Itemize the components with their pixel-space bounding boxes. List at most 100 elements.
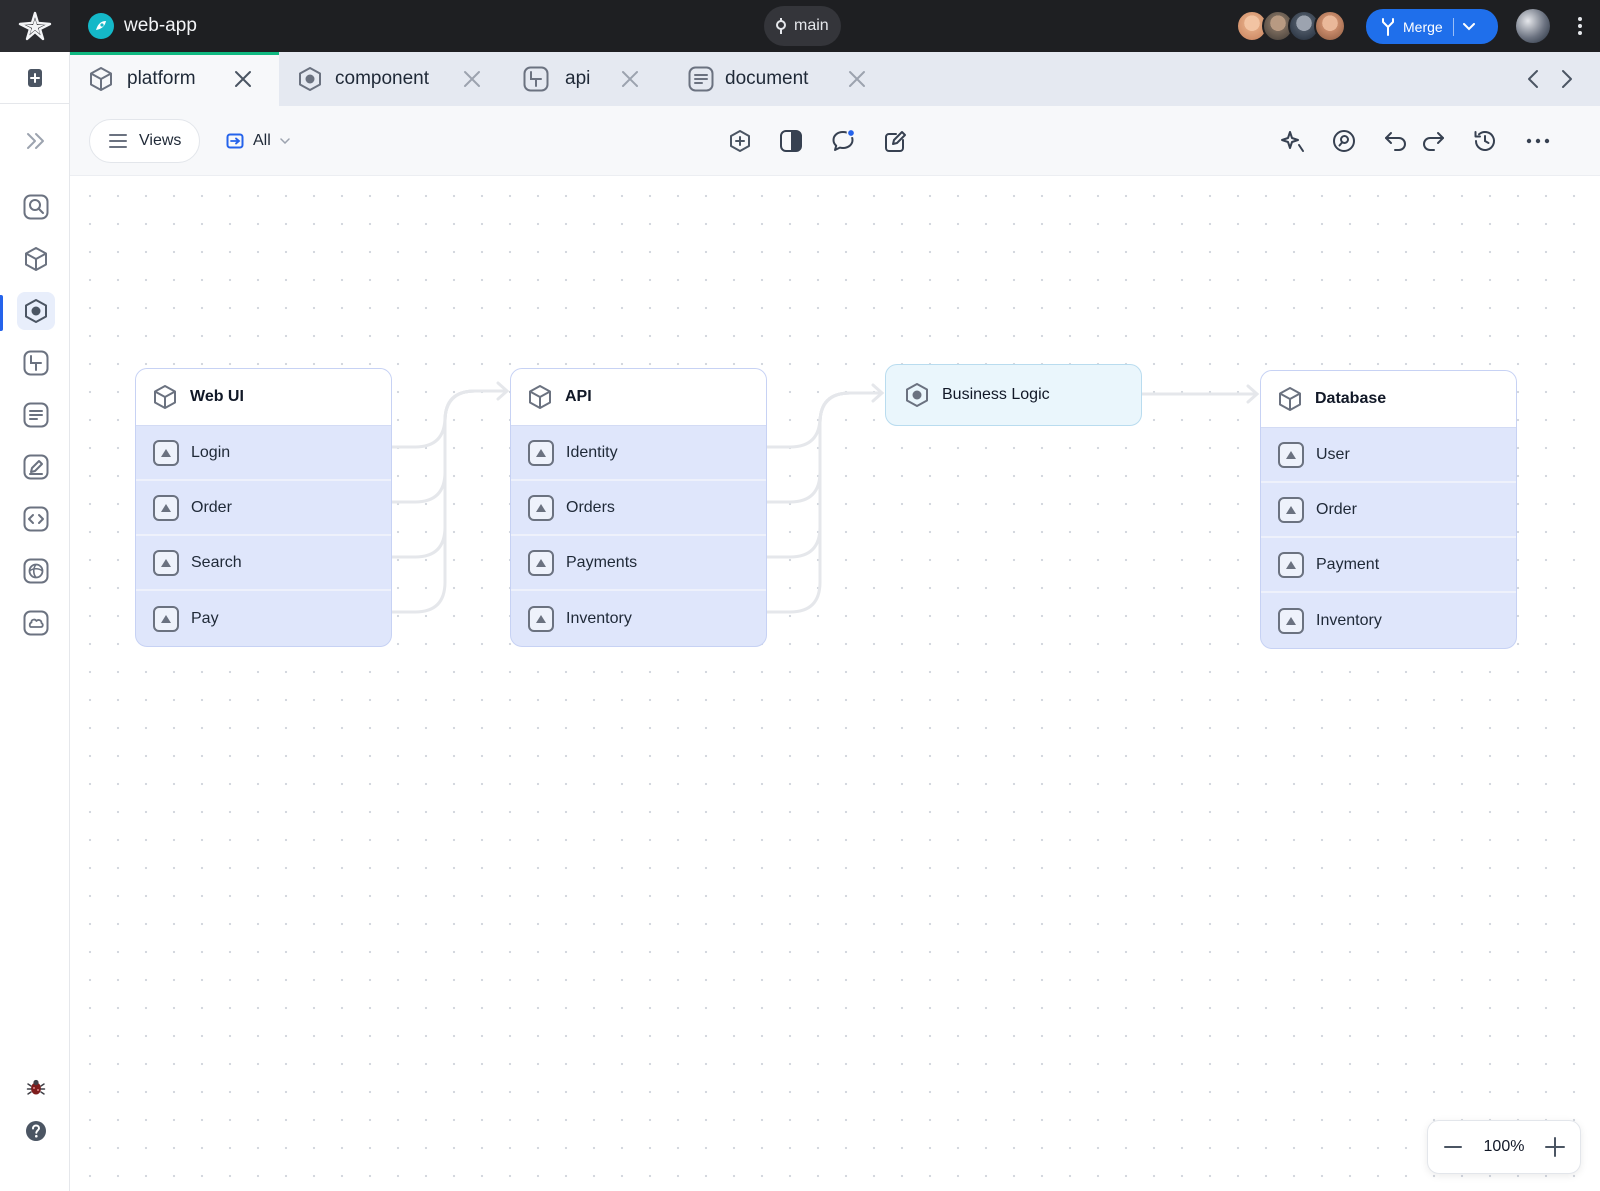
node-row[interactable]: Inventory (511, 591, 766, 646)
redo-button[interactable] (1420, 128, 1446, 154)
views-button[interactable]: Views (89, 119, 200, 163)
comment-icon (832, 129, 856, 151)
filter-select[interactable]: All (226, 119, 290, 163)
chevron-right-icon[interactable] (1560, 68, 1574, 90)
node-database[interactable]: Database User Order Payment Inventory (1260, 370, 1517, 649)
undo-button[interactable] (1383, 128, 1409, 154)
node-row[interactable]: Payments (511, 536, 766, 591)
comments-button[interactable] (831, 128, 857, 154)
edge-arrow (871, 383, 885, 403)
help-button[interactable] (17, 1112, 55, 1150)
row-label: Search (191, 553, 242, 571)
bug-report-button[interactable] (17, 1068, 55, 1106)
node-business-logic[interactable]: Business Logic (885, 364, 1142, 426)
tab-document[interactable]: document (670, 52, 884, 106)
edit-button[interactable] (883, 128, 909, 154)
row-label: Identity (566, 443, 618, 461)
plus-icon (1544, 1137, 1565, 1157)
row-label: Order (191, 498, 232, 516)
cube-icon (25, 247, 47, 271)
sidebar-item-component[interactable] (17, 292, 55, 330)
close-icon[interactable] (621, 70, 639, 88)
edge-web-ui-to-api (386, 389, 508, 449)
sidebar-item-aperture[interactable] (17, 552, 55, 590)
branch-selector[interactable]: main (764, 6, 841, 46)
close-icon[interactable] (848, 70, 866, 88)
node-web-ui[interactable]: Web UI Login Order Search Pay (135, 368, 392, 647)
more-menu-icon[interactable] (1574, 14, 1586, 38)
node-row[interactable]: User (1261, 428, 1516, 483)
add-node-button[interactable] (727, 128, 753, 154)
star-logo-icon (18, 11, 52, 41)
ai-assist-button[interactable] (1279, 128, 1305, 154)
search-icon (23, 194, 49, 220)
chevron-left-icon[interactable] (1526, 68, 1540, 90)
logo[interactable] (0, 0, 70, 52)
toggle-panel-button[interactable] (778, 128, 804, 154)
tab-api[interactable]: api (505, 52, 670, 106)
collapse-sidebar-button[interactable] (17, 122, 55, 160)
app-switcher[interactable]: web-app (88, 13, 197, 39)
node-header[interactable]: API (511, 369, 766, 426)
row-label: Inventory (1316, 611, 1382, 629)
close-icon[interactable] (463, 70, 481, 88)
tab-platform[interactable]: platform (70, 52, 279, 106)
node-row[interactable]: Orders (511, 481, 766, 536)
profile-avatar[interactable] (1516, 9, 1550, 43)
node-row[interactable]: Login (136, 426, 391, 481)
undo-icon (1385, 132, 1406, 151)
diagram-canvas[interactable]: Web UI Login Order Search Pay API (70, 176, 1600, 1191)
node-row[interactable]: Inventory (1261, 593, 1516, 648)
node-row[interactable]: Payment (1261, 538, 1516, 593)
triangle-icon (1278, 496, 1304, 523)
merge-divider (1452, 17, 1454, 36)
node-header[interactable]: Web UI (136, 369, 391, 426)
history-icon (1474, 131, 1495, 151)
node-row[interactable]: Search (136, 536, 391, 591)
triangle-icon (153, 494, 179, 521)
views-label: Views (139, 132, 182, 149)
cloud-icon (23, 610, 49, 636)
double-chevron-right-icon (27, 133, 44, 149)
sidebar-item-document[interactable] (17, 396, 55, 434)
row-label: Payment (1316, 555, 1380, 573)
node-title: Business Logic (942, 386, 1050, 403)
node-row[interactable]: Order (136, 481, 391, 536)
triangle-icon (1278, 551, 1304, 578)
zoom-out-button[interactable] (1442, 1136, 1464, 1158)
sidebar-item-search[interactable] (17, 188, 55, 226)
zoom-in-button[interactable] (1544, 1136, 1566, 1158)
node-header[interactable]: Database (1261, 371, 1516, 428)
tab-component[interactable]: component (279, 52, 505, 106)
add-hexagon-icon (730, 130, 750, 152)
more-options-button[interactable] (1525, 128, 1551, 154)
node-row[interactable]: Identity (511, 426, 766, 481)
node-title: API (565, 388, 592, 405)
app-title: web-app (124, 15, 197, 36)
avatar[interactable] (1314, 10, 1346, 42)
edit-note-icon (885, 131, 906, 152)
node-api[interactable]: API Identity Orders Payments Inventory (510, 368, 767, 647)
sidebar-item-code[interactable] (17, 500, 55, 538)
edit-icon (23, 454, 49, 480)
close-icon[interactable] (234, 70, 252, 88)
hexagon-icon (299, 67, 321, 91)
triangle-icon (528, 549, 554, 576)
history-button[interactable] (1472, 128, 1498, 154)
cube-icon (90, 67, 112, 91)
sidebar-item-edit[interactable] (17, 448, 55, 486)
sidebar-item-cloud[interactable] (17, 604, 55, 642)
merge-button[interactable]: Merge (1366, 9, 1498, 44)
new-file-button[interactable] (0, 52, 70, 104)
minus-icon (1444, 1146, 1462, 1148)
inspect-button[interactable] (1331, 128, 1357, 154)
sidebar-item-api[interactable] (17, 344, 55, 382)
collaborator-avatars[interactable] (1236, 10, 1346, 42)
node-row[interactable]: Order (1261, 483, 1516, 538)
app-icon (88, 13, 114, 39)
merge-dropdown-button[interactable] (1454, 22, 1484, 31)
row-label: User (1316, 445, 1350, 463)
sidebar-item-platform[interactable] (17, 240, 55, 278)
merge-main[interactable]: Merge (1366, 9, 1443, 44)
node-row[interactable]: Pay (136, 591, 391, 646)
